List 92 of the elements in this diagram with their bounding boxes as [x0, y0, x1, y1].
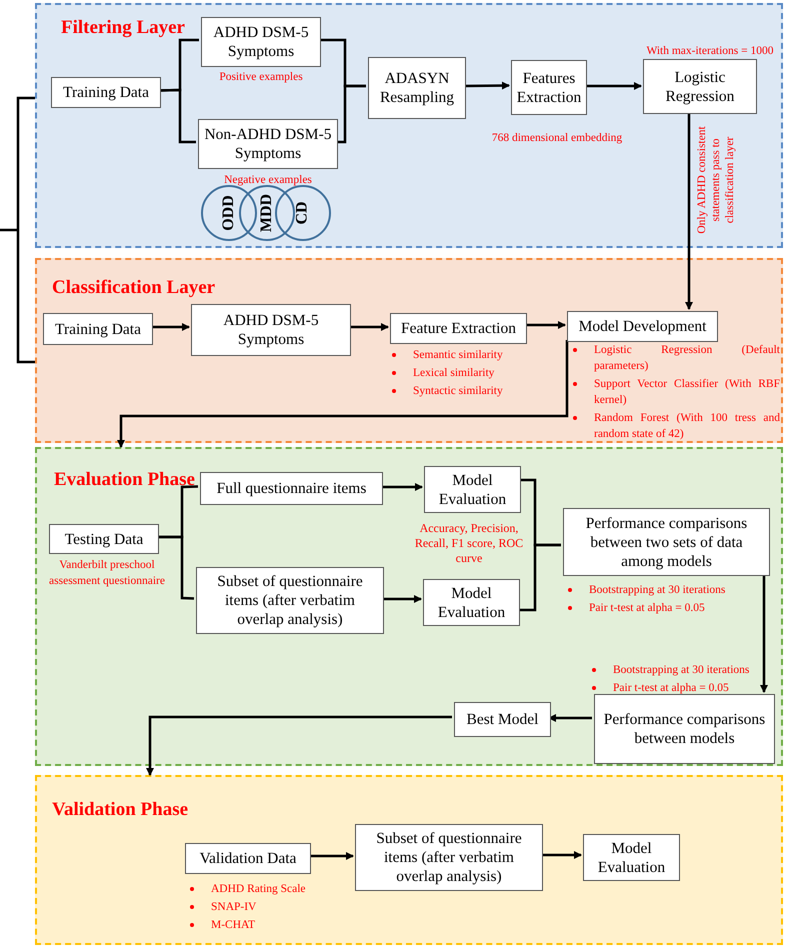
box-label: Training Data — [55, 320, 141, 338]
process-box — [563, 508, 770, 576]
process-box — [583, 834, 680, 881]
panel-heading: Validation Phase — [52, 798, 188, 822]
box-label: Model Evaluation — [438, 470, 508, 508]
arrow — [548, 714, 592, 722]
box-label: ADASYN Resampling — [378, 69, 456, 107]
box-label: Subset of questionnaire items (after verbatim overlap analysis) — [375, 829, 523, 886]
connector-line — [518, 544, 561, 612]
box-label: ADHD DSM-5 Symptoms — [212, 23, 310, 61]
arrow — [382, 595, 422, 603]
arrow — [464, 82, 510, 90]
process-box — [390, 313, 527, 344]
connector-line — [0, 96, 36, 364]
process-box — [51, 77, 161, 108]
panel-heading: Filtering Layer — [61, 16, 185, 40]
bullet-text: ADHD Rating Scale — [211, 882, 307, 897]
box-label: Performance comparisons between models — [602, 710, 766, 748]
box-label: ADHD DSM-5 Symptoms — [222, 311, 320, 349]
process-box — [196, 567, 384, 634]
bullet-text: Lexical similarity — [413, 366, 496, 381]
connector-line — [336, 84, 366, 144]
arrow — [349, 323, 389, 331]
process-box — [198, 119, 338, 169]
bullet-text: Logistic Regression (Default parameters) — [594, 343, 780, 374]
box-label: Training Data — [63, 83, 149, 102]
box-label: Performance comparisons between two sets of data among models — [584, 514, 748, 570]
note-text: With max-iterations = 1000 — [645, 44, 775, 59]
process-box — [43, 313, 153, 345]
arrow — [309, 852, 354, 860]
process-box — [511, 60, 587, 115]
panel-heading: Evaluation Phase — [54, 468, 195, 492]
process-box — [200, 472, 383, 505]
layer-panel — [35, 258, 783, 443]
arrow — [146, 716, 452, 776]
process-box — [355, 824, 543, 891]
bullet-text: M-CHAT — [211, 918, 256, 933]
bullet-text: Bootstrapping at 30 iterations — [613, 663, 750, 678]
note-text: Negative examples — [223, 173, 313, 188]
note-text: 768 dimensional embedding — [490, 131, 624, 146]
process-box — [49, 524, 159, 554]
process-box — [567, 311, 718, 342]
connector-line — [158, 88, 196, 144]
bullet-text: Support Vector Classifier (With RBF kernel) — [594, 377, 780, 408]
panel-heading: Classification Layer — [52, 276, 216, 300]
circle-label: MDD — [257, 194, 276, 232]
layer-panel — [35, 775, 783, 945]
arrow — [760, 574, 768, 693]
layer-panel — [35, 3, 783, 248]
box-label: Model Evaluation — [436, 584, 506, 622]
process-box — [643, 59, 757, 114]
box-label: Features Extraction — [516, 68, 582, 106]
process-box — [191, 304, 351, 356]
box-label: Model Evaluation — [596, 838, 666, 876]
process-box — [423, 579, 520, 626]
arrow — [525, 321, 566, 329]
circle-label: CD — [293, 201, 312, 225]
arrow — [585, 82, 642, 90]
bullet-text: Pair t-test at alpha = 0.05 — [613, 681, 730, 696]
box-label: Full questionnaire items — [216, 479, 366, 498]
arrow — [151, 323, 190, 331]
connector-line — [157, 536, 194, 600]
bullet-text: Bootstrapping at 30 iterations — [589, 583, 726, 598]
note-text: Positive examples — [218, 70, 304, 85]
arrow — [541, 851, 582, 859]
process-box — [424, 466, 521, 513]
process-box — [594, 694, 775, 764]
process-box — [368, 57, 466, 119]
bullet-text: Pair t-test at alpha = 0.05 — [589, 601, 706, 616]
box-label: Best Model — [466, 710, 538, 729]
box-label: Testing Data — [64, 530, 144, 548]
bullet-text: Syntactic similarity — [413, 384, 504, 399]
box-label: Validation Data — [200, 849, 296, 868]
edge-label: Only ADHD consistent statements pass to classification layer — [695, 125, 737, 236]
box-label: Non-ADHD DSM-5 Symptoms — [203, 125, 332, 163]
process-box — [185, 843, 311, 874]
arrow — [117, 340, 568, 448]
box-label: Logistic Regression — [664, 68, 736, 106]
bullet-text: Semantic similarity — [413, 348, 504, 363]
process-box — [454, 702, 551, 737]
box-label: Model Development — [578, 317, 706, 336]
process-box — [201, 17, 321, 67]
box-label: Subset of questionnaire items (after verbatim overlap analysis) — [216, 572, 364, 629]
arrow — [381, 483, 423, 491]
bullet-text: Random Forest (With 100 tress and random state of 42) — [594, 411, 780, 442]
metrics-note: Accuracy, Precision, Recall, F1 score, ROC curve — [414, 521, 524, 566]
box-label: Feature Extraction — [401, 319, 516, 338]
bullet-text: SNAP-IV — [211, 900, 258, 915]
circle-label: ODD — [219, 195, 238, 231]
note-text: Vanderbilt preschool assessment questionnaire — [48, 558, 166, 589]
layer-panel — [35, 447, 783, 766]
arrow — [685, 112, 693, 310]
